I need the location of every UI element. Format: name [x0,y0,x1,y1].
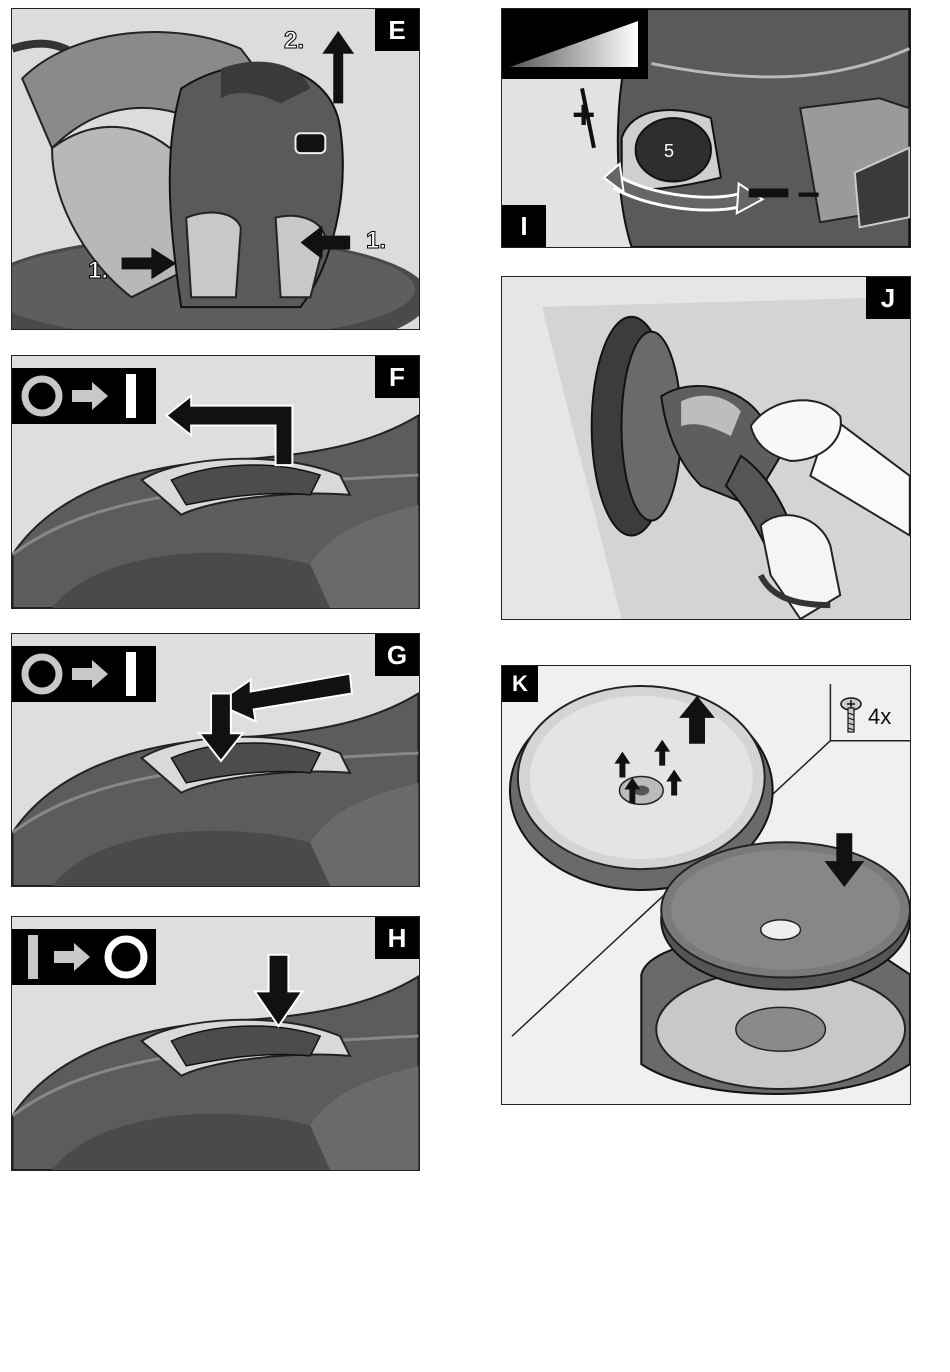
speed-gradient-symbol [502,9,648,79]
panel-j: J [501,276,911,620]
panel-e: E 2. 1. 1. [11,8,420,330]
panel-label: I [502,205,546,247]
arrow-right-icon [54,943,90,971]
panel-f: F [11,355,420,609]
step-2-callout: 2. [284,27,304,55]
panel-label: K [502,666,538,702]
panel-label: J [866,277,910,319]
step-1-left-callout: 1. [88,257,108,285]
arrow-right-icon [72,382,108,410]
speed-increase-sign: + [572,95,595,135]
on-bar-icon [126,374,136,418]
panel-h: H [11,916,420,1171]
step-1-right-callout: 1. [366,227,386,255]
panel-i: 5 + − I [501,8,911,248]
arrow-right-icon [72,660,108,688]
panel-k: K 4x [501,665,911,1105]
on-bar-icon [126,652,136,696]
speed-decrease-sign: − [797,175,820,215]
screw-icon [840,696,862,736]
speed-dial-value: 5 [664,141,674,162]
screw-count: 4x [868,704,891,730]
sanding-wall-illustration [502,277,910,619]
sander-head-illustration [12,9,419,329]
off-to-on-symbol [12,368,156,424]
panel-label: G [375,634,419,676]
off-circle-icon [25,379,59,413]
off-circle-icon [25,657,59,691]
panel-g: G [11,633,420,887]
panel-label: H [375,917,419,959]
off-circle-icon [108,939,144,975]
on-bar-icon [28,935,38,979]
on-to-off-symbol [12,929,156,985]
panel-label: E [375,9,419,51]
off-to-on-symbol [12,646,156,702]
panel-label: F [375,356,419,398]
